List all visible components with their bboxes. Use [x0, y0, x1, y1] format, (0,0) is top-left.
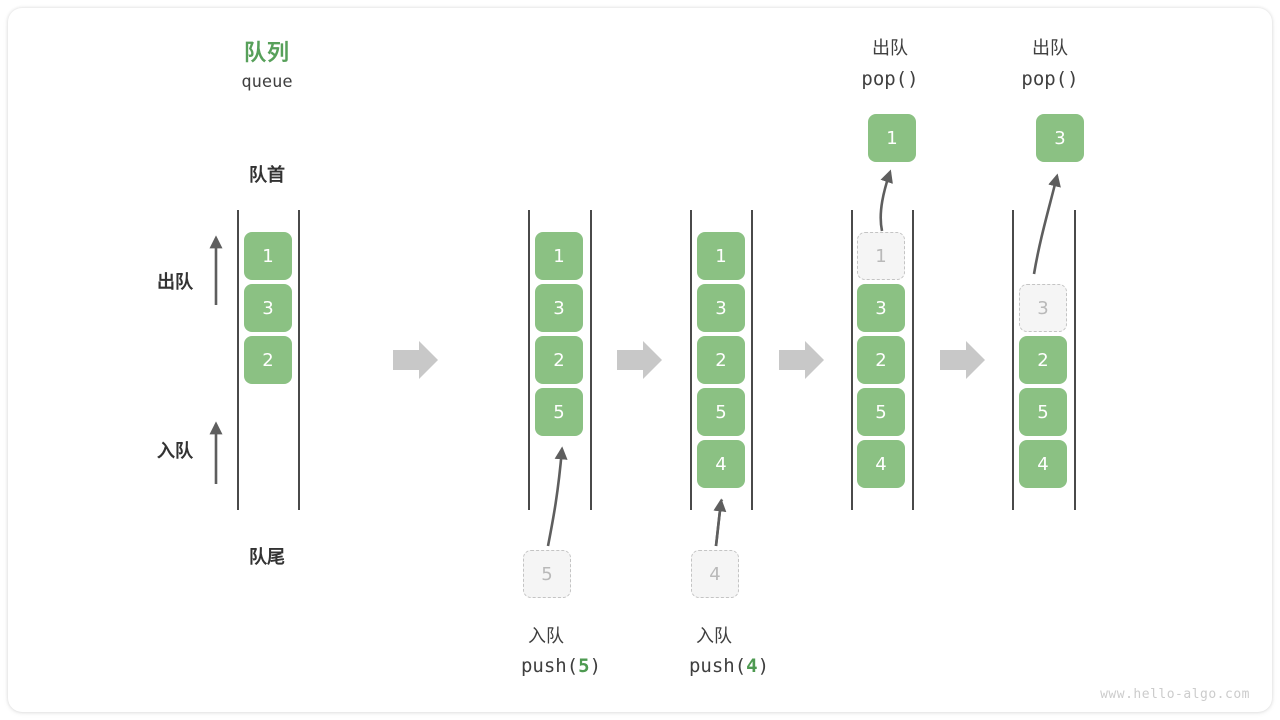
pop-caption-code-1: pop(): [861, 68, 919, 90]
queue-element: 4: [1019, 440, 1067, 488]
popped-element: 3: [1036, 114, 1084, 162]
popped-slot-ghost: 1: [857, 232, 905, 280]
queue-element: 1: [697, 232, 745, 280]
queue-element: 2: [535, 336, 583, 384]
queue-element: 5: [857, 388, 905, 436]
incoming-ghost-element: 5: [523, 550, 571, 598]
rear-label: 队尾: [249, 547, 285, 568]
diagram-card: [8, 8, 1272, 712]
queue-element: 3: [697, 284, 745, 332]
rail-left-col-1: [237, 210, 239, 510]
push-caption-cn-2: 入队: [696, 626, 732, 647]
push-caption-code-1: push(5): [521, 655, 601, 677]
pop-caption-code-2: pop(): [1021, 68, 1079, 90]
push-caption-code-2: push(4): [689, 655, 769, 677]
queue-element: 1: [244, 232, 292, 280]
rail-left-col-3: [690, 210, 692, 510]
push-code-arg-2: 4: [746, 655, 758, 677]
rail-left-col-2: [528, 210, 530, 510]
rail-right-col-4: [912, 210, 914, 510]
enqueue-side-label: 入队: [157, 441, 193, 462]
popped-element: 1: [868, 114, 916, 162]
queue-element: 3: [857, 284, 905, 332]
queue-element: 2: [697, 336, 745, 384]
push-caption-cn-1: 入队: [528, 626, 564, 647]
rail-left-col-5: [1012, 210, 1014, 510]
queue-element: 3: [244, 284, 292, 332]
dequeue-side-label: 出队: [157, 272, 193, 293]
queue-element: 1: [535, 232, 583, 280]
watermark: www.hello-algo.com: [1100, 687, 1250, 702]
push-code-arg-1: 5: [578, 655, 590, 677]
rail-left-col-4: [851, 210, 853, 510]
queue-element: 5: [1019, 388, 1067, 436]
push-code-prefix-2: push(: [688, 655, 747, 677]
rail-right-col-1: [298, 210, 300, 510]
queue-element: 2: [1019, 336, 1067, 384]
rail-right-col-5: [1074, 210, 1076, 510]
incoming-ghost-element: 4: [691, 550, 739, 598]
push-code-prefix-1: push(: [520, 655, 579, 677]
queue-title-en: queue: [241, 72, 293, 92]
push-code-suffix-2: ): [757, 655, 770, 677]
queue-element: 5: [535, 388, 583, 436]
queue-element: 2: [857, 336, 905, 384]
queue-element: 3: [535, 284, 583, 332]
queue-element: 4: [857, 440, 905, 488]
queue-title-cn: 队列: [243, 41, 291, 66]
rail-right-col-2: [590, 210, 592, 510]
queue-element: 2: [244, 336, 292, 384]
pop-caption-cn-2: 出队: [1032, 38, 1068, 59]
push-code-suffix-1: ): [589, 655, 602, 677]
queue-element: 5: [697, 388, 745, 436]
pop-caption-cn-1: 出队: [872, 38, 908, 59]
front-label: 队首: [249, 165, 285, 186]
queue-element: 4: [697, 440, 745, 488]
popped-slot-ghost: 3: [1019, 284, 1067, 332]
rail-right-col-3: [751, 210, 753, 510]
